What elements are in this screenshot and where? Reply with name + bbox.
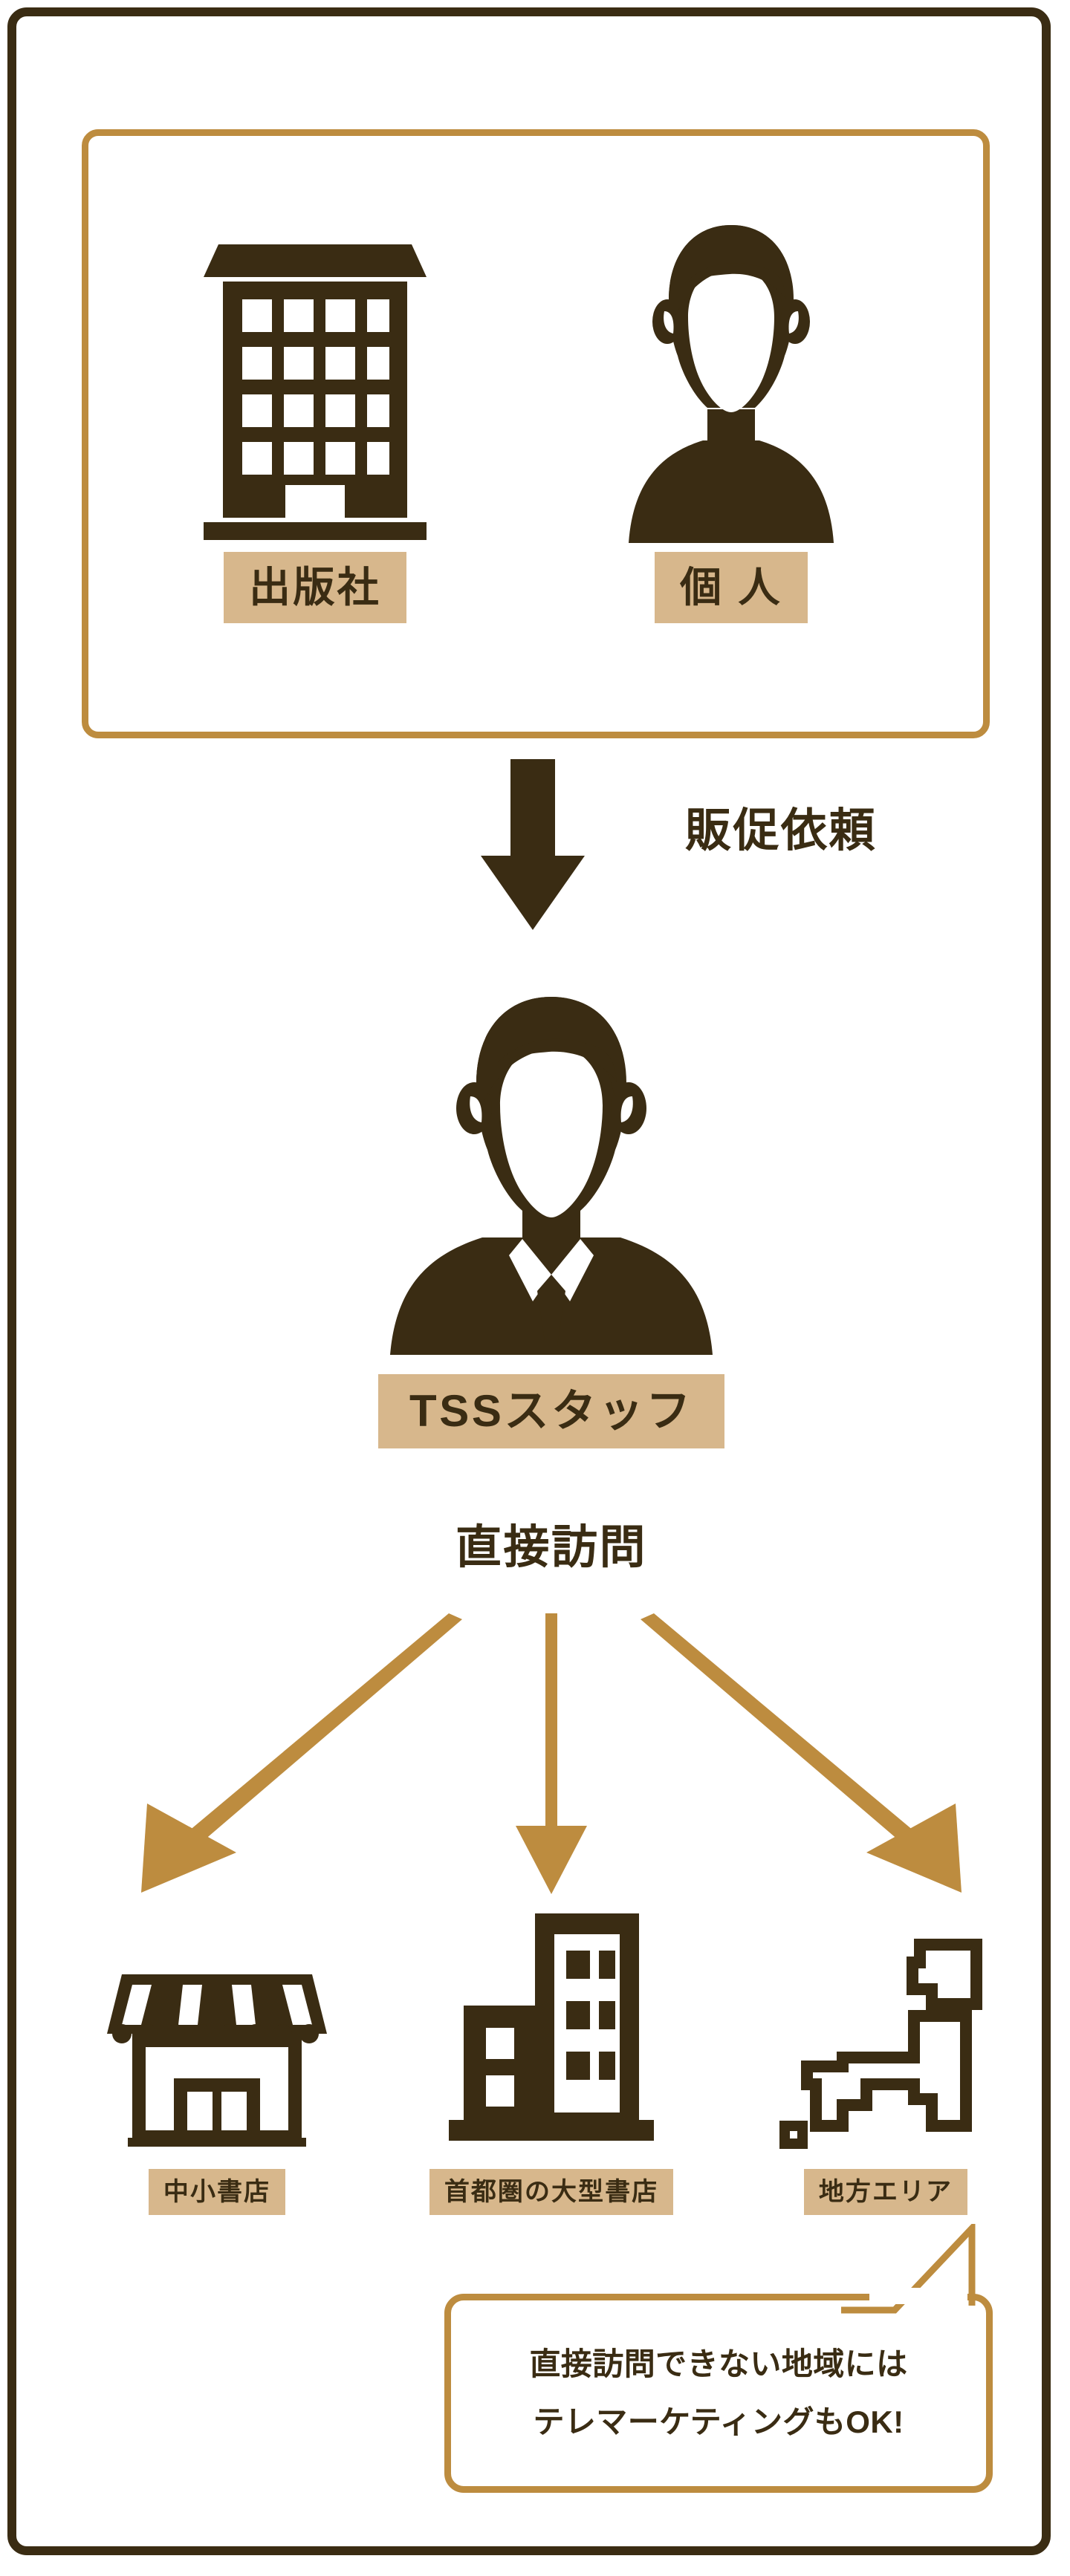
down-arrow-icon [481,759,585,930]
destination-label-large-bookstore: 首都圏の大型書店 [429,2169,674,2215]
office-building-icon [204,166,427,552]
destination-row: 中小書店 [61,1866,1042,2215]
telemarketing-callout-bubble: 直接訪問できない地域には テレマーケティングもOK! [444,2294,993,2493]
diagram-frame: 出版社 [7,7,1051,2555]
shop-storefront-icon [106,1890,328,2150]
source-item-individual: 個 人 [557,166,906,715]
staff-label: TSSスタッフ [378,1374,724,1448]
fan-out-arrows [16,1613,1070,1910]
destination-item-large-bookstore: 首都圏の大型書店 [395,1890,707,2215]
businessman-suit-icon [377,960,726,1361]
source-item-publisher: 出版社 [140,166,490,715]
destination-item-regional-area: 地方エリア [730,1890,1042,2215]
callout-tail-mask [869,2288,967,2304]
promotion-request-label: 販促依頼 [685,805,877,856]
source-group: 出版社 [82,129,990,738]
japan-map-icon [774,1890,997,2150]
direct-visit-label: 直接訪問 [455,1522,647,1573]
staff-block: TSSスタッフ [16,960,1070,1448]
person-silhouette-icon [620,166,843,552]
destination-label-regional-area: 地方エリア [803,2169,968,2215]
destination-label-small-bookstore: 中小書店 [148,2169,286,2215]
callout-line-2: テレマーケティングもOK! [533,2404,904,2439]
large-building-icon [440,1890,663,2150]
destination-item-small-bookstore: 中小書店 [61,1890,373,2215]
callout-line-1: 直接訪問できない地域には [529,2346,908,2381]
source-label-individual: 個 人 [655,552,808,623]
source-label-publisher: 出版社 [223,552,407,623]
